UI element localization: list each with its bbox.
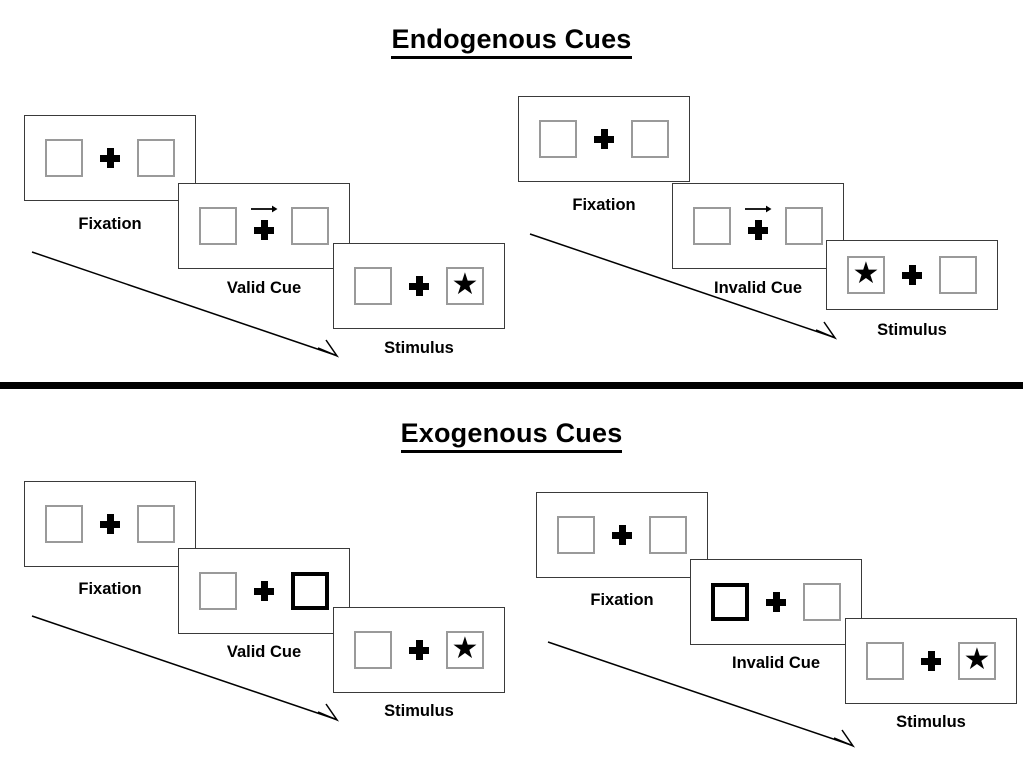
plus-icon	[254, 581, 274, 601]
section-title-endogenous: Endogenous Cues	[0, 24, 1023, 59]
panel-exogenous-invalid-fixation	[536, 492, 708, 578]
frame-content	[537, 493, 707, 577]
fixation-cross	[406, 630, 432, 670]
plus-icon	[612, 525, 632, 545]
placeholder-square-right	[631, 120, 669, 158]
placeholder-square-left	[199, 207, 237, 245]
panel-exogenous-valid-stimulus: ★	[333, 607, 505, 693]
panel-endogenous-invalid-cue	[672, 183, 844, 269]
arrow-right-icon	[744, 204, 772, 213]
plus-icon	[921, 651, 941, 671]
star-icon: ★	[451, 632, 479, 665]
fixation-cross	[763, 582, 789, 622]
placeholder-square-right	[939, 256, 977, 294]
caption-exogenous-invalid-stimulus: Stimulus	[896, 713, 966, 731]
section-divider	[0, 382, 1023, 389]
frame-content	[519, 97, 689, 181]
placeholder-square-right	[137, 139, 175, 177]
fixation-cross	[609, 515, 635, 555]
frame-content	[179, 549, 349, 633]
placeholder-square-left	[866, 642, 904, 680]
placeholder-square-left	[45, 139, 83, 177]
plus-icon	[409, 640, 429, 660]
frame-content: ★	[827, 241, 997, 309]
fixation-cross	[406, 266, 432, 306]
placeholder-square-right	[803, 583, 841, 621]
fixation-cross	[744, 204, 772, 246]
plus-icon	[766, 592, 786, 612]
panel-endogenous-invalid-stimulus: ★	[826, 240, 998, 310]
fixation-cross	[918, 641, 944, 681]
frame-content: ★	[846, 619, 1016, 703]
placeholder-square-left	[199, 572, 237, 610]
cued-square-right	[291, 572, 329, 610]
placeholder-square-left	[693, 207, 731, 245]
caption-endogenous-invalid-stimulus: Stimulus	[877, 321, 947, 339]
caption-endogenous-valid-fixation: Fixation	[78, 215, 142, 233]
section-title-endogenous-text: Endogenous Cues	[391, 24, 632, 59]
caption-endogenous-valid-cue: Valid Cue	[226, 279, 302, 297]
placeholder-square-left	[557, 516, 595, 554]
fixation-cross	[97, 504, 123, 544]
fixation-cross	[251, 571, 277, 611]
panel-endogenous-valid-fixation	[24, 115, 196, 201]
caption-endogenous-valid-stimulus: Stimulus	[384, 339, 454, 357]
placeholder-square-left	[354, 267, 392, 305]
frame-content: ★	[334, 608, 504, 692]
section-title-exogenous-text: Exogenous Cues	[400, 418, 623, 453]
placeholder-square-left	[45, 505, 83, 543]
fixation-cross	[250, 204, 278, 246]
frame-content	[691, 560, 861, 644]
plus-icon	[100, 148, 120, 168]
placeholder-square-right	[137, 505, 175, 543]
section-title-exogenous: Exogenous Cues	[0, 418, 1023, 453]
placeholder-square-left	[354, 631, 392, 669]
plus-icon	[254, 220, 274, 240]
star-icon: ★	[852, 257, 880, 290]
caption-exogenous-invalid-fixation: Fixation	[590, 591, 654, 609]
panel-endogenous-valid-stimulus: ★	[333, 243, 505, 329]
caption-endogenous-invalid-fixation: Fixation	[572, 196, 636, 214]
target-square-right: ★	[446, 267, 484, 305]
caption-exogenous-valid-stimulus: Stimulus	[384, 702, 454, 720]
plus-icon	[748, 220, 768, 240]
panel-exogenous-invalid-cue	[690, 559, 862, 645]
target-square-right: ★	[446, 631, 484, 669]
frame-content	[25, 116, 195, 200]
caption-exogenous-invalid-cue: Invalid Cue	[731, 654, 821, 672]
frame-content	[25, 482, 195, 566]
caption-endogenous-invalid-cue: Invalid Cue	[713, 279, 803, 297]
target-square-left: ★	[847, 256, 885, 294]
panel-exogenous-valid-cue	[178, 548, 350, 634]
plus-icon	[902, 265, 922, 285]
placeholder-square-right	[649, 516, 687, 554]
star-icon: ★	[963, 643, 991, 676]
panel-exogenous-invalid-stimulus: ★	[845, 618, 1017, 704]
panel-exogenous-valid-fixation	[24, 481, 196, 567]
plus-icon	[594, 129, 614, 149]
placeholder-square-right	[785, 207, 823, 245]
placeholder-square-right	[291, 207, 329, 245]
caption-exogenous-valid-cue: Valid Cue	[226, 643, 302, 661]
frame-content: ★	[334, 244, 504, 328]
frame-content	[179, 184, 349, 268]
panel-endogenous-valid-cue	[178, 183, 350, 269]
arrow-right-icon	[250, 204, 278, 213]
placeholder-square-left	[539, 120, 577, 158]
caption-exogenous-valid-fixation: Fixation	[78, 580, 142, 598]
cued-square-left	[711, 583, 749, 621]
fixation-cross	[591, 119, 617, 159]
star-icon: ★	[451, 268, 479, 301]
fixation-cross	[97, 138, 123, 178]
fixation-cross	[899, 255, 925, 295]
plus-icon	[100, 514, 120, 534]
frame-content	[673, 184, 843, 268]
plus-icon	[409, 276, 429, 296]
panel-endogenous-invalid-fixation	[518, 96, 690, 182]
target-square-right: ★	[958, 642, 996, 680]
